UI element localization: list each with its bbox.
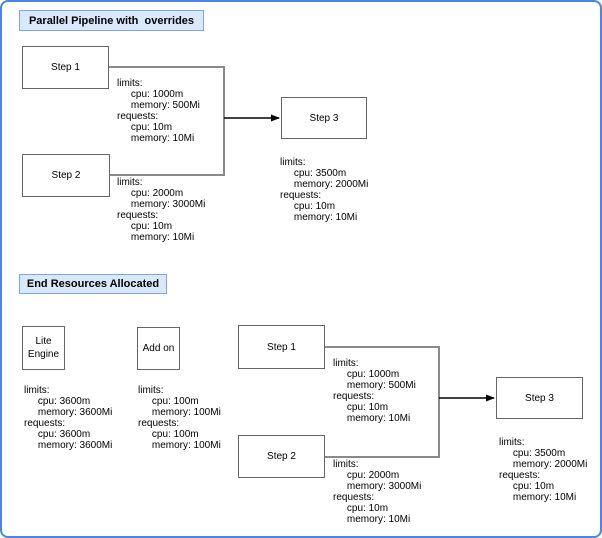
node-top-step2: Step 2 [22, 154, 110, 197]
node-bottom-step3: Step 3 [496, 377, 583, 419]
node-bottom-step3-label: Step 3 [525, 392, 554, 404]
node-top-step1: Step 1 [22, 46, 109, 89]
node-bottom-step2-label: Step 2 [267, 451, 296, 462]
annotation-bottom-step2-resources: limits: cpu: 2000m memory: 3000Mi reques… [333, 459, 422, 525]
node-bottom-add-on: Add on [137, 327, 180, 370]
annotation-bottom-add-on-resources: limits: cpu: 100m memory: 100Mi requests… [138, 385, 221, 451]
annotation-top-step3-resources: limits: cpu: 3500m memory: 2000Mi reques… [280, 157, 369, 223]
annotation-bottom-step3-resources: limits: cpu: 3500m memory: 2000Mi reques… [499, 437, 588, 503]
node-bottom-step1: Step 1 [238, 325, 325, 369]
node-top-step2-label: Step 2 [51, 170, 81, 181]
annotation-bottom-step1-resources: limits: cpu: 1000m memory: 500Mi request… [333, 358, 416, 424]
node-bottom-add-on-label: Add on [142, 343, 175, 354]
node-top-step1-label: Step 1 [51, 62, 80, 73]
node-top-step3-label: Step 3 [309, 112, 339, 124]
node-bottom-step2: Step 2 [238, 435, 325, 478]
section-title-end-resources: End Resources Allocated [19, 274, 167, 294]
section-title-parallel-pipeline: Parallel Pipeline with overrides [19, 10, 204, 31]
node-bottom-lite-engine: Lite Engine [22, 326, 65, 370]
node-top-step3: Step 3 [281, 97, 367, 139]
annotation-top-step1-resources: limits: cpu: 1000m memory: 500Mi request… [117, 78, 200, 144]
annotation-bottom-lite-engine-resources: limits: cpu: 3600m memory: 3600Mi reques… [24, 385, 113, 451]
node-bottom-lite-engine-label: Lite Engine [27, 336, 60, 360]
annotation-top-step2-resources: limits: cpu: 2000m memory: 3000Mi reques… [117, 177, 206, 243]
node-bottom-step1-label: Step 1 [267, 341, 296, 353]
